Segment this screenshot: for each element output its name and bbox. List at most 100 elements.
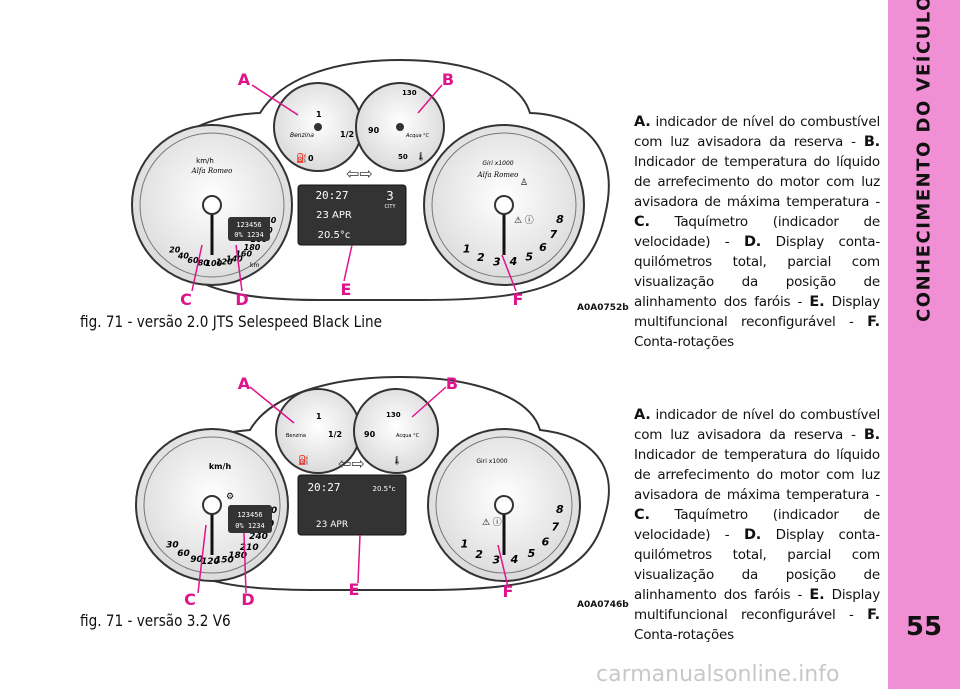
odometer-value: 123456 — [237, 511, 262, 519]
gauge-tick-label: 100 — [205, 259, 222, 268]
fuel-pump-icon: ⛽ — [298, 454, 309, 465]
gauge-tick-label: 4 — [510, 553, 519, 566]
gauge-tick-label: 40 — [177, 252, 190, 261]
rpm-unit: Giri x1000 — [482, 160, 513, 167]
gauge-tick-label: 7 — [550, 228, 558, 241]
multifunction-display: 20:27 3 CITY 23 APR 20.5°c — [297, 184, 407, 246]
display-gear: 3 — [386, 189, 394, 203]
temp-max-label: 130 — [402, 89, 417, 97]
callout-description: Indicador de temperatura do líquido de a… — [634, 447, 880, 503]
display-mode: CITY — [384, 204, 396, 210]
fuel-half-label: 1/2 — [340, 130, 354, 139]
speedometer: 306090120150180210240270300 km/h 123456 … — [135, 428, 289, 582]
callout-description: Taquímetro (indicador de velocidade) - — [634, 214, 880, 250]
callout-lines — [191, 84, 517, 292]
display-time: 20:27 — [315, 189, 348, 202]
figure-2-caption: fig. 71 - versão 3.2 V6 — [80, 611, 231, 630]
gauge-tick-label: 30 — [166, 541, 179, 551]
display-temperature: 20.5°c — [318, 230, 351, 241]
temp-max-label: 130 — [386, 411, 401, 419]
gauge-tick-label: 3 — [492, 554, 500, 567]
callout-description: Display conta-quilómetros total, parcial… — [634, 234, 880, 310]
description-1: A. indicador de nível do combustível com… — [634, 112, 880, 352]
temp-mid-label: 90 — [364, 430, 376, 439]
callout-C: C — [184, 590, 196, 609]
gauge-tick-label: 120 — [201, 557, 220, 567]
gauge-tick-label: 240 — [249, 532, 268, 542]
figure-1-instrument-cluster: 20406080100120140160180200220240 km/h Al… — [131, 58, 610, 309]
brand-logo: Alfa Romeo — [191, 167, 233, 175]
turn-signal-icon: ⇦⇨ — [338, 456, 365, 473]
trip-value: 0% 1234 — [235, 522, 265, 530]
callout-labels: A B C D E F — [184, 374, 513, 609]
gauge-tick-label: 5 — [528, 547, 536, 560]
callout-description: Conta-rotações — [634, 334, 734, 350]
warning-lights-icon: ⚠ ⓘ — [482, 517, 502, 527]
temperature-gauge: 130 90 Acqua °C 🌡 — [353, 388, 439, 474]
gauge-tick-label: 8 — [556, 213, 564, 226]
section-title: CONHECIMENTO DO VEÍCULO — [913, 0, 935, 322]
gauge-tick-label: 1 — [463, 242, 471, 255]
display-date: 23 APR — [316, 520, 348, 530]
fuel-gauge: Benzina 1 1/2 0 ⛽ — [273, 82, 363, 172]
callout-key: D. — [743, 234, 762, 250]
gauge-tick-label: 7 — [551, 520, 559, 533]
callout-E: E — [349, 580, 360, 599]
gauge-tick-label: 140 — [226, 255, 243, 264]
callout-F: F — [503, 582, 514, 601]
display-temperature: 20.5°c — [373, 485, 396, 493]
gear-warning-icon: ⚙ — [226, 491, 234, 501]
callout-key: C. — [634, 507, 650, 523]
coolant-icon: 🌡 — [416, 152, 426, 161]
fuel-half-label: 1/2 — [328, 430, 342, 439]
seatbelt-icon: ♙ — [520, 177, 528, 187]
cluster-housing — [147, 58, 610, 301]
callout-D: D — [241, 590, 254, 609]
temp-unit-label: Acqua °C — [396, 433, 420, 439]
gauge-tick-label: 150 — [215, 556, 234, 566]
gauge-tick-label: 5 — [525, 250, 533, 263]
gauge-tick-label: 60 — [177, 549, 190, 559]
gauge-tick-label: 210 — [240, 543, 259, 553]
gauge-tick-label: 180 — [228, 551, 247, 561]
gauge-tick-label: 90 — [190, 555, 203, 565]
gauge-tick-label: 2 — [477, 251, 485, 264]
callout-labels: A B C D E F — [180, 70, 523, 309]
callout-A: A — [238, 374, 251, 393]
temp-mid-label: 90 — [368, 126, 380, 135]
gauge-tick-label: 6 — [542, 536, 550, 549]
callout-key: E. — [809, 294, 825, 310]
gauge-tick-label: 8 — [556, 503, 564, 516]
fuel-pump-icon: ⛽ — [296, 152, 307, 163]
callout-description: Display multifuncional reconfigurável - — [634, 587, 881, 623]
callout-description: Display multifuncional reconfigurável - — [634, 294, 881, 330]
callout-description: indicador de nível do combustível com lu… — [634, 407, 880, 443]
gauge-tick-label: 160 — [235, 250, 252, 259]
gauge-tick-label: 80 — [198, 258, 210, 267]
gauge-tick-label: 2 — [475, 548, 483, 561]
gauge-tick-label: 60 — [187, 256, 199, 265]
fuel-full-label: 1 — [316, 412, 322, 421]
odometer-display — [228, 505, 272, 533]
temp-min-label: 50 — [398, 153, 408, 161]
callout-key: C. — [634, 214, 650, 230]
callout-A: A — [238, 70, 251, 89]
callout-description: Taquímetro (indicador de velocidade) - — [634, 507, 880, 543]
temp-unit-label: Acqua °C — [405, 133, 430, 139]
turn-signal-icon: ⇦⇨ — [346, 166, 373, 183]
gauge-tick-label: 6 — [539, 241, 547, 254]
callout-key: F. — [867, 607, 880, 623]
callout-key: B. — [863, 427, 880, 443]
odometer-value: 123456 — [236, 221, 261, 229]
figure-2-instrument-cluster: 306090120150180210240270300 km/h 123456 … — [135, 374, 610, 609]
callout-key: E. — [809, 587, 825, 603]
callout-key: B. — [863, 134, 880, 150]
gauge-tick-label: 3 — [493, 256, 501, 269]
odo-unit: km — [250, 262, 259, 269]
callout-description: Conta-rotações — [634, 627, 734, 643]
callout-description: Display conta-quilómetros total, parcial… — [634, 527, 880, 603]
speed-unit: km/h — [196, 157, 214, 165]
watermark: carmanualsonline.info — [596, 662, 840, 687]
sidebar — [888, 0, 960, 689]
